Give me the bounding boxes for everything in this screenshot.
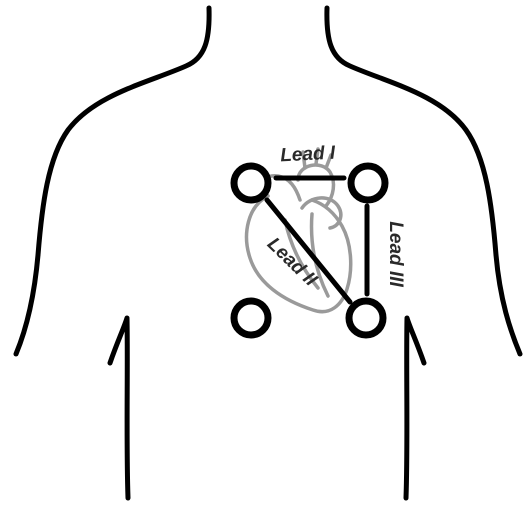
electrode-ring-icon xyxy=(351,166,385,200)
electrode-ring-icon xyxy=(349,301,383,335)
torso-left-contour xyxy=(16,8,209,354)
electrode-ring-icon xyxy=(234,301,268,335)
lead-1-label: Lead I xyxy=(280,143,337,167)
left-arm-crease xyxy=(110,318,128,498)
right-arm-crease xyxy=(406,318,424,498)
lead-3-label: Lead III xyxy=(385,221,406,287)
electrode-ring-icon xyxy=(234,166,268,200)
